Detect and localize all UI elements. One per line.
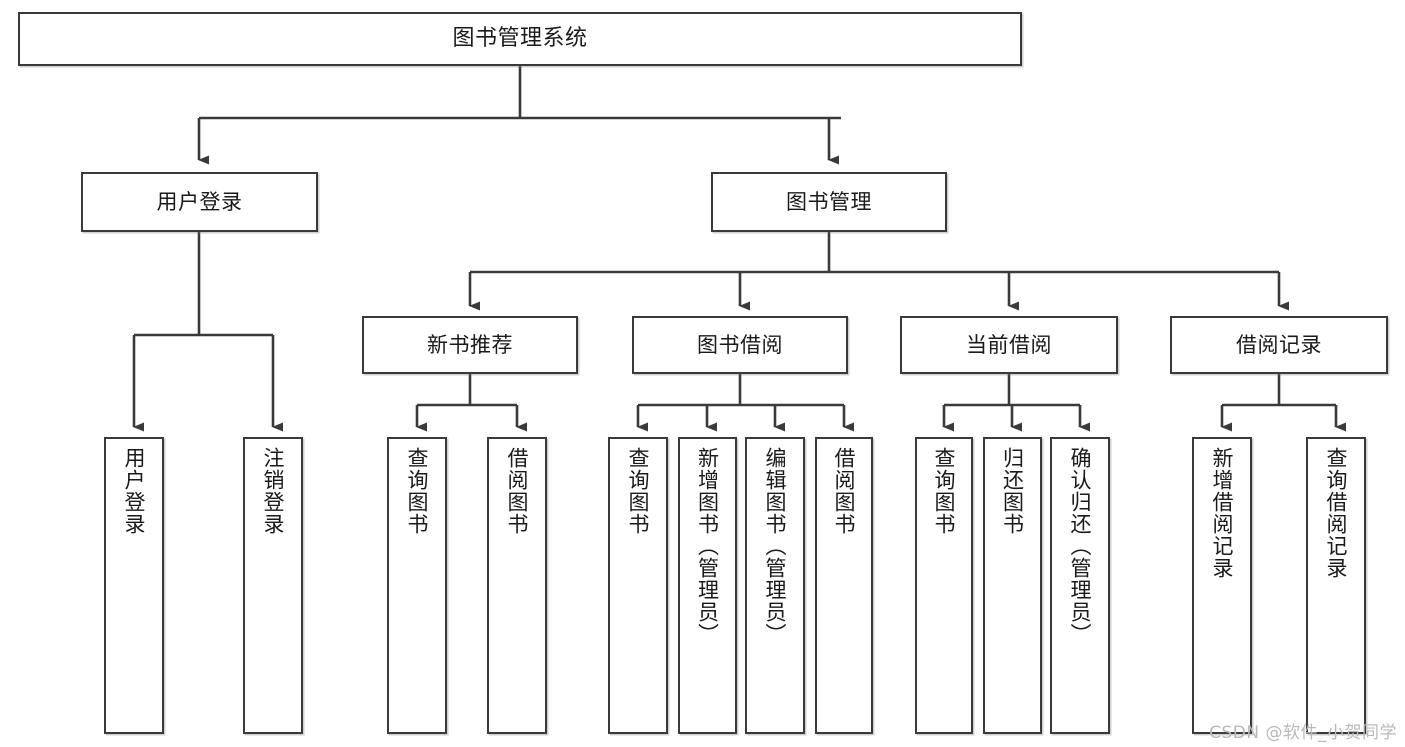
leaf-query-book-current-label: 查询图书 xyxy=(932,447,957,535)
leaf-query-book-recommend[interactable]: 查询图书 xyxy=(387,437,447,734)
leaf-logout[interactable]: 注销登录 xyxy=(243,437,303,734)
node-current-borrow[interactable]: 当前借阅 xyxy=(900,316,1118,374)
node-book-borrow-label: 图书借阅 xyxy=(697,332,783,357)
node-root[interactable]: 图书管理系统 xyxy=(18,12,1022,66)
leaf-add-book-admin-label: 新增图书（管理员） xyxy=(695,447,720,645)
leaf-confirm-return-admin[interactable]: 确认归还（管理员） xyxy=(1050,437,1110,734)
leaf-edit-book-admin-label: 编辑图书（管理员） xyxy=(763,447,788,645)
leaf-borrow-book-recommend[interactable]: 借阅图书 xyxy=(487,437,547,734)
leaf-user-login-label: 用户登录 xyxy=(122,447,147,535)
leaf-query-borrow-record[interactable]: 查询借阅记录 xyxy=(1306,437,1366,734)
leaf-query-book-borrow[interactable]: 查询图书 xyxy=(608,437,668,734)
leaf-logout-label: 注销登录 xyxy=(261,447,286,535)
leaf-edit-book-admin[interactable]: 编辑图书（管理员） xyxy=(745,437,805,734)
node-book-manage-label: 图书管理 xyxy=(786,189,872,214)
node-current-borrow-label: 当前借阅 xyxy=(966,332,1052,357)
leaf-user-login[interactable]: 用户登录 xyxy=(104,437,164,734)
leaf-query-book-current[interactable]: 查询图书 xyxy=(915,437,973,734)
node-book-borrow[interactable]: 图书借阅 xyxy=(632,316,848,374)
csdn-watermark: CSDN @软件_小贺同学 xyxy=(1209,723,1397,743)
node-root-label: 图书管理系统 xyxy=(452,26,588,52)
node-new-book-recommend-label: 新书推荐 xyxy=(427,332,513,357)
leaf-add-book-admin[interactable]: 新增图书（管理员） xyxy=(678,437,737,734)
leaf-add-borrow-record-label: 新增借阅记录 xyxy=(1210,447,1235,579)
node-book-manage[interactable]: 图书管理 xyxy=(711,172,947,232)
leaf-confirm-return-admin-label: 确认归还（管理员） xyxy=(1068,447,1093,645)
leaf-add-borrow-record[interactable]: 新增借阅记录 xyxy=(1192,437,1252,734)
leaf-return-book-label: 归还图书 xyxy=(1000,447,1025,535)
node-borrow-record-label: 借阅记录 xyxy=(1236,332,1322,357)
leaf-query-book-recommend-label: 查询图书 xyxy=(405,447,430,535)
leaf-borrow-book-recommend-label: 借阅图书 xyxy=(505,447,530,535)
leaf-query-borrow-record-label: 查询借阅记录 xyxy=(1324,447,1349,579)
node-user-login-label: 用户登录 xyxy=(156,189,243,214)
node-borrow-record[interactable]: 借阅记录 xyxy=(1170,316,1388,374)
leaf-borrow-book-label: 借阅图书 xyxy=(832,447,857,535)
node-new-book-recommend[interactable]: 新书推荐 xyxy=(362,316,578,374)
leaf-query-book-borrow-label: 查询图书 xyxy=(626,447,651,535)
leaf-return-book[interactable]: 归还图书 xyxy=(983,437,1042,734)
node-user-login[interactable]: 用户登录 xyxy=(81,172,318,232)
leaf-borrow-book[interactable]: 借阅图书 xyxy=(815,437,873,734)
